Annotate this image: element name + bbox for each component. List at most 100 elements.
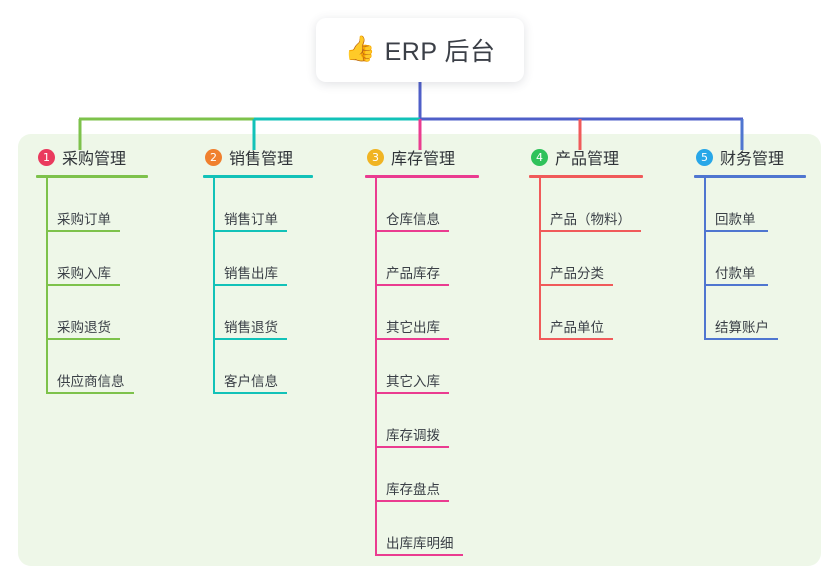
tree-item-label: 销售退货 — [224, 320, 278, 335]
column-header-5[interactable]: 5 财务管理 — [694, 144, 806, 170]
tree-item[interactable]: 销售出库 — [203, 232, 313, 286]
tree-item-label: 产品（物料） — [550, 212, 631, 227]
tree-item-underline — [539, 338, 613, 340]
tree-item-underline — [46, 284, 120, 286]
column-5: 5 财务管理回款单付款单结算账户 — [694, 144, 806, 340]
tree-item[interactable]: 回款单 — [694, 178, 806, 232]
tree-item-label: 产品库存 — [386, 266, 440, 281]
tree-item[interactable]: 仓库信息 — [365, 178, 479, 232]
column-badge-4: 4 — [531, 148, 548, 166]
tree-item[interactable]: 产品分类 — [529, 232, 643, 286]
column-header-1[interactable]: 1 采购管理 — [36, 144, 148, 170]
tree-item[interactable]: 结算账户 — [694, 286, 806, 340]
tree-item[interactable]: 销售退货 — [203, 286, 313, 340]
tree-item[interactable]: 采购订单 — [36, 178, 148, 232]
column-badge-1: 1 — [38, 148, 55, 166]
tree-item-label: 采购退货 — [57, 320, 111, 335]
tree-item[interactable]: 其它出库 — [365, 286, 479, 340]
column-rule-5 — [694, 175, 806, 178]
tree-item-label: 库存调拨 — [386, 428, 440, 443]
column-items-4: 产品（物料） 产品分类产品单位 — [529, 178, 643, 340]
tree-item-underline — [213, 392, 287, 394]
tree-item-label: 采购订单 — [57, 212, 111, 227]
tree-item-underline — [704, 230, 768, 232]
tree-item-underline — [213, 284, 287, 286]
column-badge-2: 2 — [205, 148, 222, 166]
tree-item-underline — [704, 284, 768, 286]
tree-item[interactable]: 供应商信息 — [36, 340, 148, 394]
tree-item-underline — [46, 230, 120, 232]
tree-item-underline — [375, 230, 449, 232]
tree-item-underline — [213, 230, 287, 232]
root-node-title: ERP 后台 — [384, 38, 496, 66]
tree-item-underline — [46, 338, 120, 340]
column-header-3[interactable]: 3 库存管理 — [365, 144, 479, 170]
tree-item-underline — [375, 284, 449, 286]
tree-item-label: 客户信息 — [224, 374, 278, 389]
column-3: 3 库存管理仓库信息产品库存其它出库其它入库库存调拨库存盘点出库库明细 — [365, 144, 479, 556]
tree-item-underline — [375, 338, 449, 340]
column-rule-1 — [36, 175, 148, 178]
tree-item-label: 付款单 — [715, 266, 756, 281]
tree-item-underline — [375, 392, 449, 394]
column-items-3: 仓库信息产品库存其它出库其它入库库存调拨库存盘点出库库明细 — [365, 178, 479, 556]
column-2: 2 销售管理销售订单销售出库销售退货客户信息 — [203, 144, 313, 394]
tree-item-underline — [704, 338, 778, 340]
column-title-3: 库存管理 — [391, 151, 456, 168]
tree-item-underline — [539, 230, 641, 232]
tree-item-label: 产品分类 — [550, 266, 604, 281]
column-spine-5 — [704, 178, 706, 340]
thumbs-up-icon: 👍 — [344, 34, 376, 63]
tree-item[interactable]: 其它入库 — [365, 340, 479, 394]
tree-item[interactable]: 出库库明细 — [365, 502, 479, 556]
root-node[interactable]: 👍 ERP 后台 — [316, 18, 524, 82]
tree-item-label: 仓库信息 — [386, 212, 440, 227]
column-items-1: 采购订单采购入库采购退货供应商信息 — [36, 178, 148, 394]
column-header-2[interactable]: 2 销售管理 — [203, 144, 313, 170]
diagram-panel — [18, 134, 821, 566]
tree-item[interactable]: 库存盘点 — [365, 448, 479, 502]
tree-item-underline — [213, 338, 287, 340]
column-spine-4 — [539, 178, 541, 340]
tree-item[interactable]: 采购退货 — [36, 286, 148, 340]
column-spine-1 — [46, 178, 48, 394]
column-items-5: 回款单付款单结算账户 — [694, 178, 806, 340]
column-title-2: 销售管理 — [229, 151, 294, 168]
tree-item[interactable]: 库存调拨 — [365, 394, 479, 448]
column-rule-4 — [529, 175, 643, 178]
tree-item-underline — [375, 554, 463, 556]
tree-item-label: 销售出库 — [224, 266, 278, 281]
column-rule-2 — [203, 175, 313, 178]
tree-item-label: 采购入库 — [57, 266, 111, 281]
tree-item[interactable]: 产品单位 — [529, 286, 643, 340]
column-rule-3 — [365, 175, 479, 178]
column-items-2: 销售订单销售出库销售退货客户信息 — [203, 178, 313, 394]
tree-item[interactable]: 客户信息 — [203, 340, 313, 394]
column-title-5: 财务管理 — [720, 151, 785, 168]
column-badge-3: 3 — [367, 148, 384, 166]
column-header-4[interactable]: 4 产品管理 — [529, 144, 643, 170]
tree-item-underline — [539, 284, 613, 286]
tree-item-label: 结算账户 — [715, 320, 769, 335]
tree-item-label: 销售订单 — [224, 212, 278, 227]
tree-item-underline — [46, 392, 134, 394]
tree-item[interactable]: 产品库存 — [365, 232, 479, 286]
tree-item[interactable]: 采购入库 — [36, 232, 148, 286]
column-badge-5: 5 — [696, 148, 713, 166]
tree-item-label: 其它出库 — [386, 320, 440, 335]
tree-item[interactable]: 付款单 — [694, 232, 806, 286]
column-spine-3 — [375, 178, 377, 556]
tree-item-label: 其它入库 — [386, 374, 440, 389]
column-title-4: 产品管理 — [555, 151, 620, 168]
tree-item-underline — [375, 446, 449, 448]
column-spine-2 — [213, 178, 215, 394]
tree-item-label: 产品单位 — [550, 320, 604, 335]
column-4: 4 产品管理产品（物料） 产品分类产品单位 — [529, 144, 643, 340]
tree-item-label: 库存盘点 — [386, 482, 440, 497]
tree-item[interactable]: 产品（物料） — [529, 178, 643, 232]
tree-item-underline — [375, 500, 449, 502]
column-title-1: 采购管理 — [62, 151, 127, 168]
column-1: 1 采购管理采购订单采购入库采购退货供应商信息 — [36, 144, 148, 394]
tree-item[interactable]: 销售订单 — [203, 178, 313, 232]
tree-item-label: 供应商信息 — [57, 374, 125, 389]
